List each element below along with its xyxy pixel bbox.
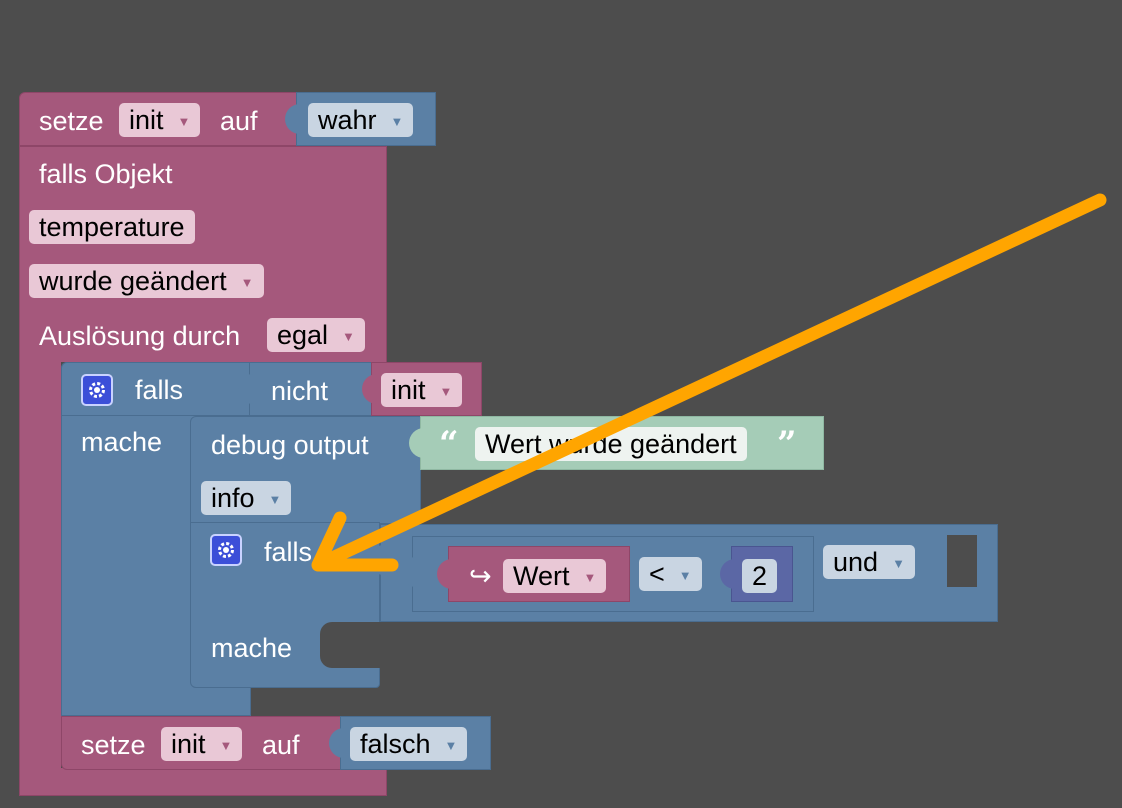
value-get-block[interactable]: ↪ Wert ▼ [437,546,630,602]
trigger-block-bottom [19,768,387,796]
dropdown-arrow-icon: ▼ [268,492,282,507]
empty-value-socket[interactable] [947,535,977,587]
dropdown-arrow-icon: ▼ [892,556,905,571]
logic-value: und [833,547,879,577]
socket-notch [329,728,345,758]
setze-label: setze [39,106,104,136]
dropdown-arrow-icon: ▼ [240,275,254,290]
bool-dropdown-true[interactable]: wahr ▼ [308,103,414,137]
socket-notch [437,559,453,589]
set-init-true-block[interactable]: setze init ▼ auf [19,92,299,146]
var-dropdown-init[interactable]: init ▼ [119,103,201,137]
var-get-init-block[interactable]: init ▼ [362,362,482,416]
dropdown-arrow-icon: ▼ [439,384,453,399]
do-keyword: mache [211,633,293,663]
auf-label: auf [220,106,258,136]
text-block[interactable]: “ Wert wurde geändert ” [409,416,824,470]
object-field[interactable]: temperature [29,210,195,244]
socket-notch [720,559,736,589]
dropdown-arrow-icon: ▼ [177,114,191,129]
bool-block-true[interactable]: wahr ▼ [285,92,436,146]
event-dropdown[interactable]: wurde geändert ▼ [29,264,264,298]
socket-notch [238,374,254,404]
number-field[interactable]: 2 [742,559,778,593]
gear-icon[interactable] [210,534,242,566]
open-quote-icon: “ [439,424,459,464]
bool-value: wahr [318,105,377,135]
object-name: temperature [39,212,185,242]
dropdown-arrow-icon: ▼ [219,738,233,753]
var-dropdown-init[interactable]: init ▼ [161,727,243,761]
bool-block-false[interactable]: falsch ▼ [329,716,491,770]
var-dropdown-init[interactable]: init ▼ [381,373,463,407]
close-quote-icon: ” [777,424,797,464]
if-keyword: falls [264,537,313,567]
number-value: 2 [752,561,768,591]
debug-output-block[interactable]: debug output info ▼ [190,416,421,524]
dropdown-arrow-icon: ▼ [583,570,597,585]
do-keyword: mache [81,427,163,457]
logic-dropdown[interactable]: und ▼ [823,545,915,579]
setze-label: setze [81,730,146,760]
value-var-dropdown[interactable]: Wert ▼ [503,559,607,593]
not-keyword: nicht [271,376,329,406]
dropdown-arrow-icon: ▼ [342,329,355,344]
var-name: init [129,105,164,135]
trigger-value: egal [277,320,329,350]
value-var-name: Wert [513,561,570,591]
dropdown-arrow-icon: ▼ [390,114,404,129]
dropdown-arrow-icon: ▼ [678,568,692,583]
dropdown-arrow-icon: ▼ [444,738,458,753]
return-arrow-icon: ↪ [469,561,492,591]
trigger-dropdown[interactable]: egal ▼ [267,318,365,352]
operator-value: < [649,559,665,589]
trigger-title: falls Objekt [39,159,173,189]
text-field[interactable]: Wert wurde geändert [475,427,747,461]
var-name: init [171,729,206,759]
var-name: init [391,375,426,405]
bool-dropdown-false[interactable]: falsch ▼ [350,727,468,761]
if-inner-statement-slot [320,622,382,668]
socket-notch [285,104,301,134]
event-value: wurde geändert [39,266,227,296]
if-keyword: falls [135,375,184,405]
bool-value: falsch [360,729,431,759]
text-value: Wert wurde geändert [485,429,737,459]
number-block[interactable]: 2 [720,546,793,602]
level-value: info [211,483,255,513]
level-dropdown[interactable]: info ▼ [201,481,292,515]
auf-label: auf [262,730,300,760]
gear-icon[interactable] [81,374,113,406]
operator-dropdown[interactable]: <▼ [639,557,702,591]
debug-label: debug output [211,430,369,460]
set-init-false-block[interactable]: setze init ▼ auf [61,716,343,770]
trigger-label: Auslösung durch [39,321,241,351]
